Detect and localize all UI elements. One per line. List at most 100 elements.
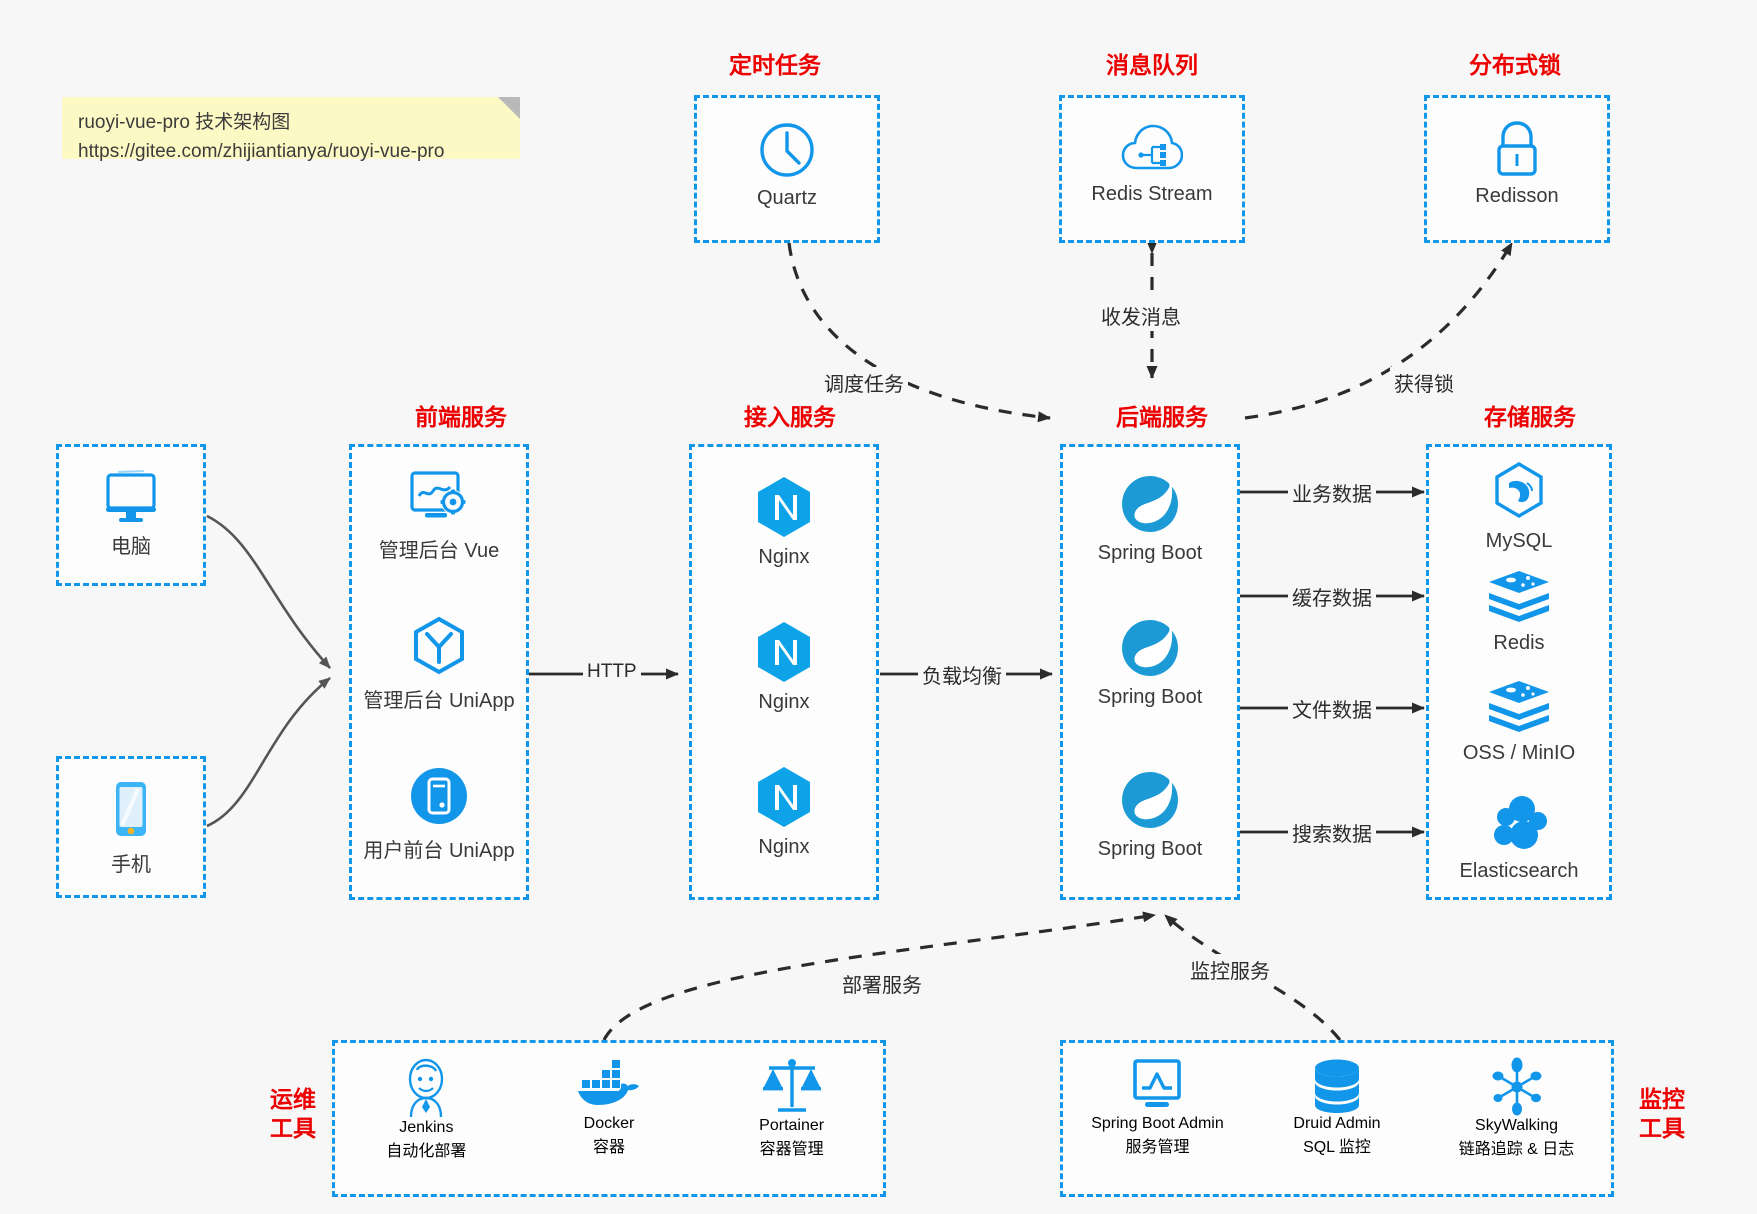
redis-stack-icon — [1489, 571, 1549, 622]
node-label: Redisson — [1475, 185, 1559, 207]
node-oss-minio[interactable]: OSS / MinIO — [1429, 679, 1609, 765]
sticky-note: ruoyi-vue-pro 技术架构图 https://gitee.com/zh… — [62, 97, 520, 162]
node-docker[interactable]: Docker 容器 — [519, 1057, 699, 1161]
node-spring-boot-1[interactable]: Spring Boot — [1063, 473, 1237, 565]
node-admin-vue[interactable]: 管理后台 Vue — [352, 469, 526, 563]
node-spring-boot-admin[interactable]: Spring Boot Admin 服务管理 — [1063, 1057, 1252, 1159]
node-sublabel: 自动化部署 — [386, 1143, 467, 1160]
node-label: SkyWalking — [1475, 1117, 1558, 1134]
group-title-monitor-line1: 监控 — [1639, 1086, 1685, 1112]
node-nginx-3[interactable]: Nginx — [692, 765, 876, 859]
group-title-scheduler: 定时任务 — [729, 52, 821, 78]
node-label: 用户前台 UniApp — [363, 840, 515, 862]
scales-icon — [762, 1059, 821, 1112]
edge-label-business-data: 业务数据 — [1288, 477, 1376, 508]
node-label: Redis Stream — [1091, 183, 1213, 205]
node-spring-boot-3[interactable]: Spring Boot — [1063, 769, 1237, 861]
node-label: Jenkins — [399, 1119, 454, 1136]
redis-stack-icon — [1489, 681, 1549, 732]
node-sublabel: 链路追踪 & 日志 — [1458, 1141, 1575, 1158]
app-circle-icon — [411, 768, 467, 824]
dashboard-gear-icon — [410, 471, 466, 518]
group-title-backend: 后端服务 — [1116, 404, 1208, 430]
monitor-chart-icon — [1133, 1059, 1182, 1107]
node-label: Spring Boot — [1097, 838, 1203, 860]
jenkins-butler-icon — [409, 1058, 444, 1118]
node-portainer[interactable]: Portainer 容器管理 — [702, 1057, 882, 1161]
group-box-monitor: Spring Boot Admin 服务管理 Druid Admin SQL 监… — [1060, 1040, 1614, 1197]
edge-label-file-data: 文件数据 — [1288, 693, 1376, 724]
group-title-monitor-line2: 工具 — [1639, 1114, 1685, 1141]
group-title-frontend: 前端服务 — [415, 404, 507, 430]
node-label: 管理后台 Vue — [378, 540, 500, 562]
nginx-icon — [758, 477, 810, 537]
edge-label-load-balance: 负载均衡 — [918, 659, 1006, 690]
node-nginx-1[interactable]: Nginx — [692, 475, 876, 569]
node-quartz[interactable]: Quartz — [697, 120, 877, 210]
group-title-monitor: 监控 工具 — [1622, 1085, 1702, 1143]
group-title-lock: 分布式锁 — [1469, 52, 1561, 78]
spring-leaf-icon — [1122, 772, 1178, 828]
note-fold-icon — [498, 97, 520, 119]
node-label: OSS / MinIO — [1462, 742, 1576, 764]
node-mysql[interactable]: MySQL — [1429, 461, 1609, 553]
group-title-storage: 存储服务 — [1484, 404, 1576, 430]
node-label: MySQL — [1485, 530, 1553, 552]
node-label: Spring Boot — [1097, 542, 1203, 564]
node-druid-admin[interactable]: Druid Admin SQL 监控 — [1252, 1057, 1422, 1159]
node-label: Quartz — [756, 187, 818, 209]
group-title-devops-line1: 运维 — [270, 1086, 316, 1112]
edge-label-acquire-lock: 获得锁 — [1390, 367, 1458, 398]
node-label: Docker — [583, 1115, 635, 1132]
group-title-gateway: 接入服务 — [744, 404, 836, 430]
node-label: 电脑 — [111, 536, 151, 558]
desktop-icon — [106, 470, 156, 522]
group-box-backend: Spring Boot Spring Boot Spring Boot — [1060, 444, 1240, 900]
group-box-frontend: 管理后台 Vue 管理后台 UniApp 用户前台 UniApp — [349, 444, 529, 900]
group-box-storage: MySQL Redis — [1426, 444, 1612, 900]
group-box-scheduler: Quartz — [694, 95, 880, 243]
node-mobile[interactable]: 手机 — [59, 779, 203, 877]
mobile-icon — [116, 782, 146, 836]
node-label: Redis — [1493, 632, 1545, 654]
edge-label-send-receive-message: 收发消息 — [1097, 300, 1185, 331]
docker-whale-icon — [577, 1060, 639, 1105]
node-label: Nginx — [758, 691, 810, 713]
cloud-stream-icon — [1121, 124, 1183, 170]
node-nginx-2[interactable]: Nginx — [692, 620, 876, 714]
edge-label-monitor-service: 监控服务 — [1186, 954, 1274, 985]
node-spring-boot-2[interactable]: Spring Boot — [1063, 617, 1237, 709]
node-label: Nginx — [758, 836, 810, 858]
note-line-2: https://gitee.com/zhijiantianya/ruoyi-vu… — [78, 141, 445, 163]
group-title-devops-line2: 工具 — [270, 1114, 316, 1141]
group-box-mq: Redis Stream — [1059, 95, 1245, 243]
group-title-devops: 运维 工具 — [258, 1085, 328, 1143]
nginx-icon — [758, 767, 810, 827]
node-desktop[interactable]: 电脑 — [59, 467, 203, 559]
node-redisson[interactable]: Redisson — [1427, 120, 1607, 208]
node-sublabel: 服务管理 — [1125, 1139, 1190, 1156]
node-label: 手机 — [111, 854, 151, 876]
skywalking-icon — [1492, 1057, 1542, 1116]
clock-icon — [760, 123, 814, 177]
nginx-icon — [758, 622, 810, 682]
lock-icon — [1497, 121, 1537, 176]
node-redis[interactable]: Redis — [1429, 569, 1609, 655]
node-label: 管理后台 UniApp — [363, 690, 515, 712]
node-sublabel: 容器 — [592, 1139, 625, 1156]
node-label: Portainer — [759, 1117, 825, 1134]
elasticsearch-icon — [1494, 796, 1547, 849]
node-skywalking[interactable]: SkyWalking 链路追踪 & 日志 — [1422, 1057, 1611, 1159]
node-admin-uniapp[interactable]: 管理后台 UniApp — [352, 615, 526, 713]
mysql-dolphin-icon — [1495, 462, 1543, 518]
node-elasticsearch[interactable]: Elasticsearch — [1429, 795, 1609, 883]
node-sublabel: SQL 监控 — [1303, 1139, 1371, 1156]
node-redis-stream[interactable]: Redis Stream — [1062, 122, 1242, 206]
database-icon — [1315, 1059, 1359, 1113]
node-jenkins[interactable]: Jenkins 自动化部署 — [336, 1057, 516, 1161]
group-box-gateway: Nginx Nginx Nginx — [689, 444, 879, 900]
client-box-desktop: 电脑 — [56, 444, 206, 586]
node-label: Spring Boot Admin — [1091, 1115, 1224, 1132]
node-user-uniapp[interactable]: 用户前台 UniApp — [352, 765, 526, 863]
edge-label-http: HTTP — [583, 660, 641, 684]
